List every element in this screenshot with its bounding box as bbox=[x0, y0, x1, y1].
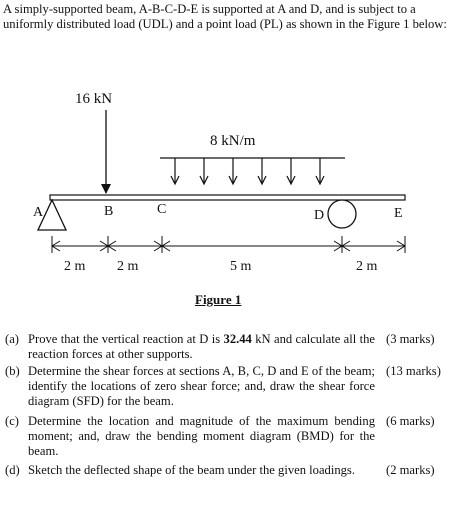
reaction-value: 32.44 bbox=[223, 332, 252, 346]
label-e: E bbox=[394, 206, 403, 221]
question-label: (d) bbox=[5, 463, 20, 477]
question-marks: (3 marks) bbox=[386, 332, 435, 346]
question-label: (b) bbox=[5, 364, 20, 378]
point-load-arrow bbox=[101, 110, 111, 194]
udl-label: 8 kN/m bbox=[210, 133, 256, 149]
question-text: Determine the location and magnitude of … bbox=[28, 414, 375, 458]
question-text-part: Prove that the vertical reaction at D is bbox=[28, 332, 224, 346]
question-text: Determine the shear forces at sections A… bbox=[28, 364, 375, 408]
label-d: D bbox=[314, 208, 325, 223]
question-marks: (6 marks) bbox=[386, 414, 435, 428]
question-label: (a) bbox=[5, 332, 19, 346]
dimension-line bbox=[51, 236, 406, 253]
figure-caption: Figure 1 bbox=[195, 292, 242, 307]
dim-de: 2 m bbox=[356, 259, 378, 274]
label-b: B bbox=[104, 204, 114, 219]
label-c: C bbox=[157, 202, 167, 217]
dim-cd: 5 m bbox=[230, 259, 252, 274]
udl-arrows bbox=[160, 157, 345, 186]
beam-diagram bbox=[36, 110, 406, 253]
roller-support-d bbox=[327, 199, 357, 229]
problem-intro: A simply-supported beam, A-B-C-D-E is su… bbox=[3, 2, 447, 31]
pin-support-a bbox=[36, 198, 68, 231]
point-load-label: 16 kN bbox=[75, 91, 113, 107]
beam bbox=[49, 194, 406, 201]
question-text: Sketch the deflected shape of the beam u… bbox=[28, 463, 355, 477]
question-label: (c) bbox=[5, 414, 19, 428]
question-marks: (2 marks) bbox=[386, 463, 435, 477]
question-text-part: kN and calculate all the reaction forces… bbox=[28, 332, 375, 361]
dim-ab: 2 m bbox=[64, 259, 86, 274]
beam-figure: 16 kN 8 kN/m A B C D E 2 m 2 m 5 m 2 m bbox=[0, 78, 465, 318]
question-text: Prove that the vertical reaction at D is… bbox=[28, 332, 375, 362]
dim-bc: 2 m bbox=[117, 259, 139, 274]
label-a: A bbox=[33, 205, 44, 220]
question-marks: (13 marks) bbox=[386, 364, 441, 378]
